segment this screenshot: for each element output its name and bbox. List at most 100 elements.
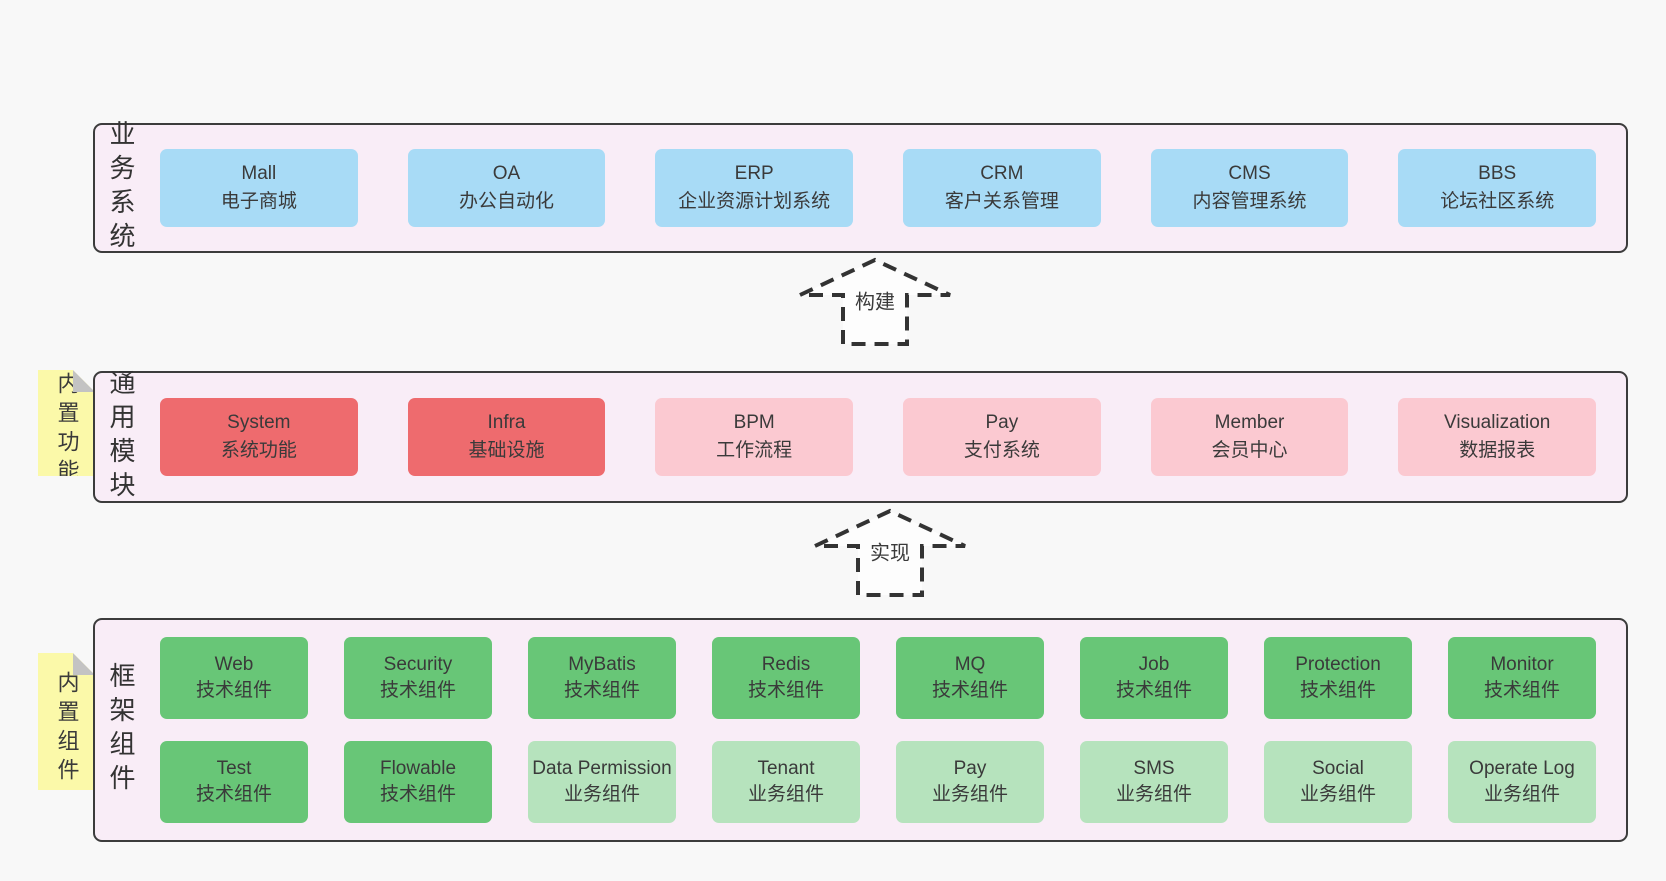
band-title: 通用模块 xyxy=(106,369,136,505)
node-subtitle: 业务组件 xyxy=(1299,784,1376,805)
node-social: Social 业务组件 xyxy=(1264,741,1412,823)
node-subtitle: 会员中心 xyxy=(1211,440,1288,461)
node-title: Web xyxy=(214,654,254,675)
node-sms: SMS 业务组件 xyxy=(1080,741,1228,823)
node-subtitle: 基础设施 xyxy=(468,440,545,461)
node-subtitle: 客户关系管理 xyxy=(944,191,1059,212)
node-oa: OA 办公自动化 xyxy=(407,149,606,227)
node-job: Job 技术组件 xyxy=(1080,637,1228,719)
node-subtitle: 论坛社区系统 xyxy=(1440,191,1555,212)
node-title: ERP xyxy=(734,163,774,184)
node-subtitle: 数据报表 xyxy=(1459,440,1536,461)
node-title: Visualization xyxy=(1444,412,1551,433)
node-title: BPM xyxy=(733,412,775,433)
node-subtitle: 业务组件 xyxy=(747,784,824,805)
node-cms: CMS 内容管理系统 xyxy=(1150,149,1349,227)
node-title: Redis xyxy=(761,654,811,675)
node-infra: Infra 基础设施 xyxy=(407,398,606,476)
dashed-up-arrow-build: 构建 xyxy=(790,257,960,347)
node-subtitle: 技术组件 xyxy=(379,680,456,701)
node-title: Flowable xyxy=(379,758,457,779)
node-mq: MQ 技术组件 xyxy=(896,637,1044,719)
node-subtitle: 支付系统 xyxy=(963,440,1040,461)
node-subtitle: 内容管理系统 xyxy=(1192,191,1307,212)
node-flowable: Flowable 技术组件 xyxy=(344,741,492,823)
node-title: CRM xyxy=(980,163,1024,184)
dashed-up-arrow-implement: 实现 xyxy=(805,508,975,598)
node-subtitle: 技术组件 xyxy=(931,680,1008,701)
node-title: OA xyxy=(492,163,521,184)
node-bbs: BBS 论坛社区系统 xyxy=(1398,149,1597,227)
sticky-fold-corner xyxy=(73,370,95,392)
node-subtitle: 技术组件 xyxy=(195,784,272,805)
node-subtitle: 技术组件 xyxy=(563,680,640,701)
band-title: 框架组件 xyxy=(106,662,136,798)
node-title: Member xyxy=(1214,412,1285,433)
node-test: Test 技术组件 xyxy=(160,741,308,823)
node-title: Infra xyxy=(487,412,526,433)
node-title: Social xyxy=(1312,758,1364,779)
sticky-fold-corner xyxy=(73,653,95,675)
node-operate-log: Operate Log 业务组件 xyxy=(1448,741,1596,823)
sticky-note-builtin-components: 内置组件 xyxy=(38,653,95,790)
node-bpm: BPM 工作流程 xyxy=(655,398,854,476)
node-title: Tenant xyxy=(757,758,815,779)
node-subtitle: 电子商城 xyxy=(220,191,297,212)
node-subtitle: 技术组件 xyxy=(379,784,456,805)
node-subtitle: 工作流程 xyxy=(716,440,793,461)
node-title: Mall xyxy=(241,163,277,184)
node-monitor: Monitor 技术组件 xyxy=(1448,637,1596,719)
node-subtitle: 技术组件 xyxy=(1483,680,1560,701)
node-redis: Redis 技术组件 xyxy=(712,637,860,719)
band-framework-components: 框架组件 Web 技术组件 Security 技术组件 MyBatis 技术组件… xyxy=(93,618,1628,842)
node-subtitle: 办公自动化 xyxy=(459,191,555,212)
band-node-row: Test 技术组件 Flowable 技术组件 Data Permission … xyxy=(160,741,1596,823)
sticky-note-builtin-features: 内置功能 xyxy=(38,370,95,476)
node-member: Member 会员中心 xyxy=(1150,398,1349,476)
node-subtitle: 业务组件 xyxy=(931,784,1008,805)
node-subtitle: 业务组件 xyxy=(1483,784,1560,805)
node-subtitle: 业务组件 xyxy=(563,784,640,805)
band-node-row: Mall 电子商城 OA 办公自动化 ERP 企业资源计划系统 CRM 客户关系… xyxy=(134,149,1626,227)
node-title: SMS xyxy=(1133,758,1175,779)
arrow-label: 构建 xyxy=(850,283,900,317)
node-system: System 系统功能 xyxy=(160,398,358,476)
node-subtitle: 技术组件 xyxy=(747,680,824,701)
node-web: Web 技术组件 xyxy=(160,637,308,719)
node-mybatis: MyBatis 技术组件 xyxy=(528,637,676,719)
node-protection: Protection 技术组件 xyxy=(1264,637,1412,719)
node-subtitle: 技术组件 xyxy=(195,680,272,701)
node-subtitle: 业务组件 xyxy=(1115,784,1192,805)
sticky-note-label: 内置组件 xyxy=(54,670,80,787)
node-subtitle: 技术组件 xyxy=(1115,680,1192,701)
node-crm: CRM 客户关系管理 xyxy=(903,149,1101,227)
node-title: BBS xyxy=(1478,163,1517,184)
node-data-permission: Data Permission 业务组件 xyxy=(528,741,676,823)
node-title: Security xyxy=(383,654,453,675)
node-title: CMS xyxy=(1228,163,1271,184)
node-title: Operate Log xyxy=(1469,758,1575,779)
band-common-modules: 通用模块 System 系统功能 Infra 基础设施 BPM 工作流程 Pay… xyxy=(93,369,1628,505)
band-node-row: System 系统功能 Infra 基础设施 BPM 工作流程 Pay 支付系统… xyxy=(134,398,1626,476)
node-subtitle: 系统功能 xyxy=(220,440,297,461)
node-mall: Mall 电子商城 xyxy=(160,149,358,227)
band-node-row: Web 技术组件 Security 技术组件 MyBatis 技术组件 Redi… xyxy=(160,637,1596,719)
band-business-systems: 业务系统 Mall 电子商城 OA 办公自动化 ERP 企业资源计划系统 CRM… xyxy=(93,120,1628,256)
band-title: 业务系统 xyxy=(106,120,136,256)
node-title: Pay xyxy=(985,412,1019,433)
node-title: MyBatis xyxy=(568,654,636,675)
node-title: MQ xyxy=(954,654,986,675)
arrow-label: 实现 xyxy=(865,534,915,568)
node-title: System xyxy=(227,412,291,433)
node-title: Pay xyxy=(953,758,987,779)
node-tenant: Tenant 业务组件 xyxy=(712,741,860,823)
node-title: Monitor xyxy=(1490,654,1554,675)
node-visualization: Visualization 数据报表 xyxy=(1398,398,1597,476)
node-pay: Pay 支付系统 xyxy=(903,398,1101,476)
node-erp: ERP 企业资源计划系统 xyxy=(655,149,854,227)
node-pay-component: Pay 业务组件 xyxy=(896,741,1044,823)
node-title: Test xyxy=(216,758,252,779)
node-title: Protection xyxy=(1295,654,1381,675)
node-title: Data Permission xyxy=(532,758,672,779)
